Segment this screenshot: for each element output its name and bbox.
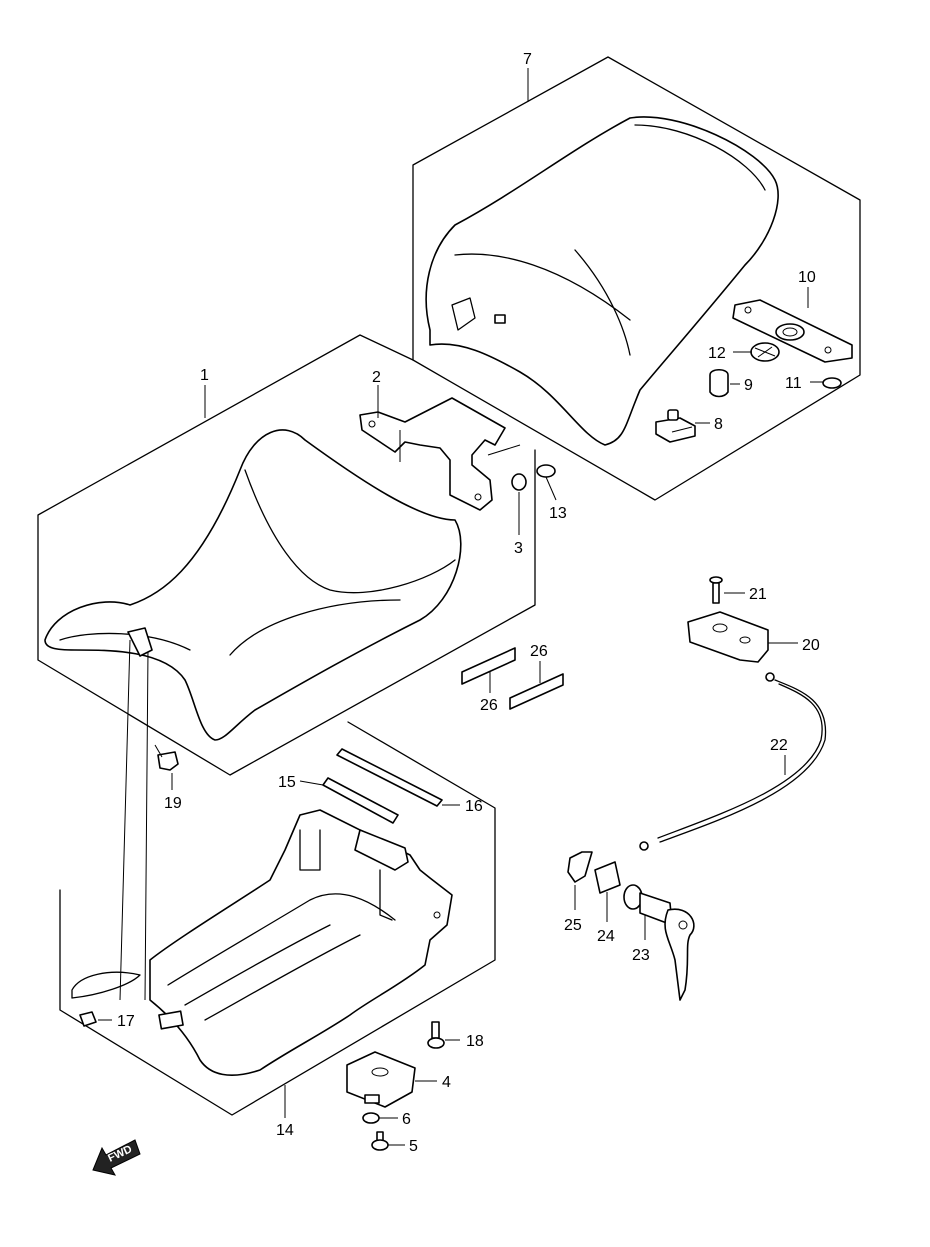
label-part-17: 17 (117, 1013, 135, 1030)
front-seat-group (37, 334, 536, 1001)
hook-block (655, 409, 696, 443)
label-part-11: 11 (785, 375, 802, 392)
label-part-18: 18 (466, 1033, 484, 1050)
label-part-13: 13 (549, 505, 567, 522)
leader-lines (98, 68, 824, 1146)
label-part-19: 19 (164, 795, 182, 812)
label-part-2: 2 (372, 369, 381, 386)
label-part-10: 10 (798, 269, 816, 286)
damper-block-4 (346, 1051, 416, 1108)
label-part-26-right: 26 (530, 643, 548, 660)
rear-seat-shape (425, 116, 779, 446)
bolt-18 (427, 1021, 445, 1049)
strip-16 (336, 748, 443, 807)
cushion-block (709, 368, 729, 398)
bolt-19 (154, 744, 179, 771)
label-part-9: 9 (744, 377, 753, 394)
rear-seat-hook (494, 314, 506, 324)
strip-26-right (509, 673, 564, 710)
front-seat-shape (44, 429, 462, 741)
label-part-7: 7 (523, 51, 532, 68)
screw-5 (371, 1131, 389, 1151)
clip-17 (79, 1011, 97, 1027)
washer-6 (362, 1112, 380, 1124)
label-part-24: 24 (597, 928, 615, 945)
strip-15 (322, 777, 399, 824)
plate-24 (594, 861, 621, 894)
rear-seat-bracket-plate (732, 299, 853, 363)
seat-lock-20 (687, 611, 769, 663)
base-tab (158, 1010, 184, 1030)
seat-base-shape (149, 809, 453, 1076)
key-lock-23 (623, 884, 695, 1001)
label-part-15: 15 (278, 774, 296, 791)
label-part-22: 22 (770, 737, 788, 754)
label-part-14: 14 (276, 1122, 294, 1139)
damper-rubber (750, 342, 780, 362)
nut-11 (822, 377, 842, 389)
forward-arrow-icon: FWD (92, 1139, 141, 1176)
label-part-21: 21 (749, 586, 767, 603)
screw-21 (709, 576, 723, 604)
label-part-26-left: 26 (480, 697, 498, 714)
bracket-25 (567, 851, 593, 883)
seat-base-group (59, 721, 496, 1116)
label-part-23: 23 (632, 947, 650, 964)
label-part-16: 16 (465, 798, 483, 815)
seat-bracket (359, 397, 521, 511)
label-part-1: 1 (200, 367, 209, 384)
part-labels: 7 1 2 3 13 10 12 9 11 8 19 15 16 17 18 4… (117, 51, 820, 1155)
label-part-6: 6 (402, 1111, 411, 1128)
label-part-12: 12 (708, 345, 726, 362)
label-part-4: 4 (442, 1074, 451, 1091)
label-part-5: 5 (409, 1138, 418, 1155)
strip-26-left (461, 647, 516, 685)
label-part-20: 20 (802, 637, 820, 654)
seat-lock-cable-22 (639, 672, 827, 851)
washer-3 (511, 473, 527, 491)
label-part-3: 3 (514, 540, 523, 557)
label-part-8: 8 (714, 416, 723, 433)
label-part-25: 25 (564, 917, 582, 934)
nut-13 (536, 464, 556, 478)
